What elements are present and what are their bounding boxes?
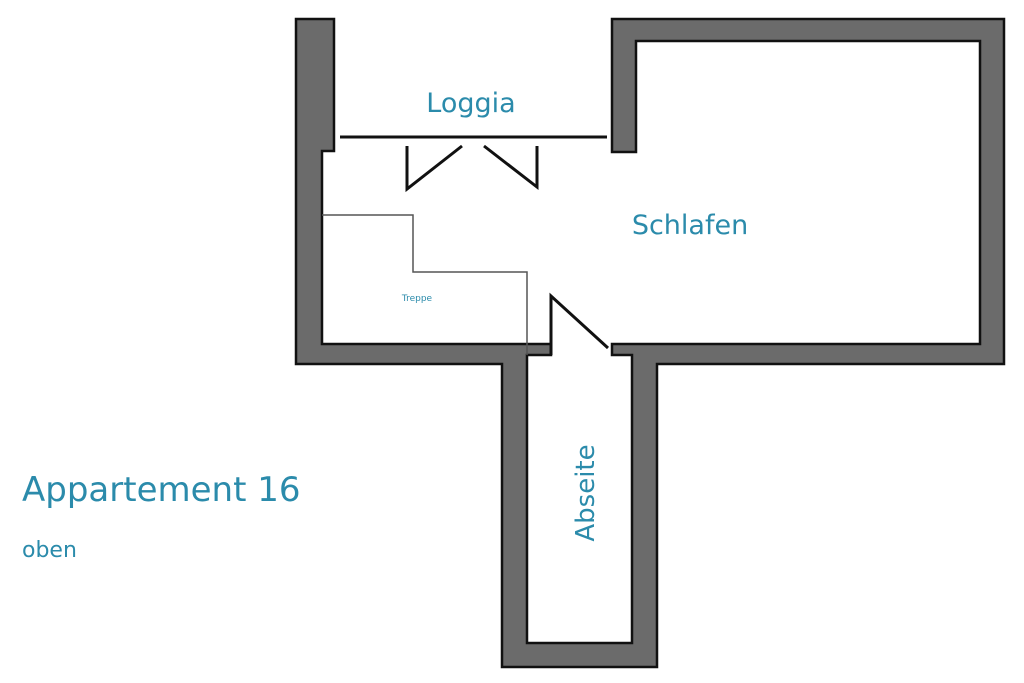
room-label-abseite: Abseite [571, 444, 601, 541]
abseite-door [549, 292, 610, 355]
stairs-outline [322, 214, 528, 355]
floor-subtitle: oben [22, 538, 77, 563]
loggia-door-right [483, 144, 539, 191]
loggia-door-left [405, 144, 463, 193]
apartment-title: Appartement 16 [22, 470, 301, 510]
room-label-treppe: Treppe [401, 294, 433, 304]
walls [294, 17, 1006, 669]
room-label-loggia: Loggia [426, 88, 515, 119]
room-label-schlafen: Schlafen [632, 210, 748, 241]
